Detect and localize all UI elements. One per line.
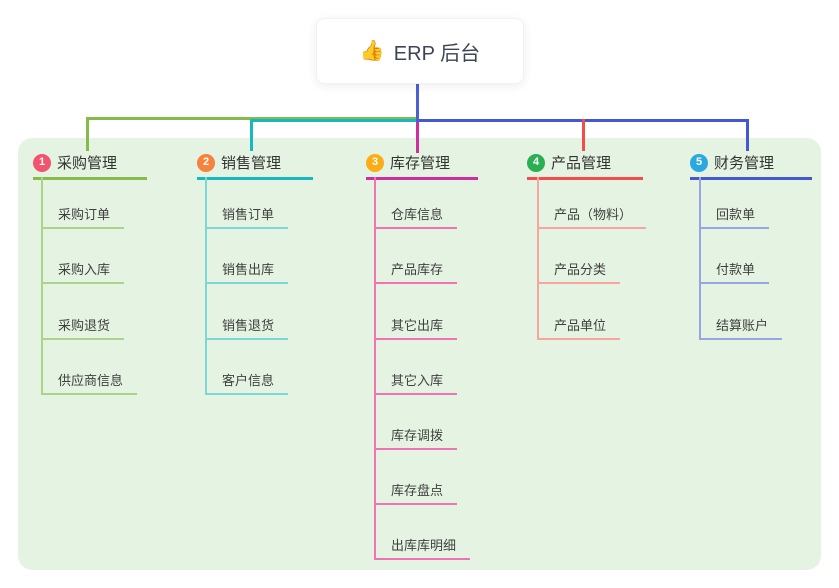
branch-label: 销售管理 <box>221 155 282 172</box>
leaf-purchase-order[interactable]: 采购订单 <box>41 203 125 229</box>
connector-drop-purchase <box>86 117 89 151</box>
leaf-product-material[interactable]: 产品（物料） <box>537 203 647 229</box>
branch-label: 采购管理 <box>57 155 118 172</box>
connector-drop-sales <box>250 119 253 151</box>
leaf-purchase-return[interactable]: 采购退货 <box>41 314 125 340</box>
leaf-receipt-bill[interactable]: 回款单 <box>699 203 770 229</box>
connector-rail-purchase <box>86 117 419 120</box>
leaf-stock-taking[interactable]: 库存盘点 <box>374 479 458 505</box>
root-node[interactable]: 👍 ERP 后台 <box>316 18 524 84</box>
branch-number-badge: 1 <box>33 153 51 172</box>
leaf-other-inbound[interactable]: 其它入库 <box>374 369 458 395</box>
branch-title-sales[interactable]: 2 销售管理 <box>197 151 313 180</box>
connector-drop-product <box>582 119 585 151</box>
leaf-other-outbound[interactable]: 其它出库 <box>374 314 458 340</box>
branch-number-badge: 3 <box>366 153 384 172</box>
leaf-purchase-inbound[interactable]: 采购入库 <box>41 258 125 284</box>
thumbs-up-icon: 👍 <box>359 40 385 62</box>
branch-trunk-purchase <box>41 177 43 395</box>
connector-drop-inventory <box>416 119 419 153</box>
leaf-product-stock[interactable]: 产品库存 <box>374 258 458 284</box>
branch-trunk-product <box>537 177 539 340</box>
leaf-inout-detail[interactable]: 出库库明细 <box>374 534 471 560</box>
branch-trunk-finance <box>699 177 701 340</box>
branch-number-badge: 2 <box>197 153 215 172</box>
leaf-product-unit[interactable]: 产品单位 <box>537 314 621 340</box>
connector-root-line <box>416 82 419 122</box>
connector-rail-sales <box>250 119 419 122</box>
branch-trunk-sales <box>205 177 207 395</box>
leaf-customer-info[interactable]: 客户信息 <box>205 369 289 395</box>
branch-number-badge: 5 <box>690 153 708 172</box>
branch-title-inventory[interactable]: 3 库存管理 <box>366 151 478 180</box>
leaf-sales-order[interactable]: 销售订单 <box>205 203 289 229</box>
branches-panel <box>18 138 821 570</box>
leaf-sales-return[interactable]: 销售退货 <box>205 314 289 340</box>
branch-title-product[interactable]: 4 产品管理 <box>527 151 643 180</box>
branch-title-purchase[interactable]: 1 采购管理 <box>33 151 147 180</box>
branch-label: 产品管理 <box>551 155 612 172</box>
branch-label: 库存管理 <box>390 155 451 172</box>
branch-label: 财务管理 <box>714 155 775 172</box>
branch-number-badge: 4 <box>527 153 545 172</box>
leaf-settlement-account[interactable]: 结算账户 <box>699 314 783 340</box>
branch-title-finance[interactable]: 5 财务管理 <box>690 151 812 180</box>
leaf-warehouse-info[interactable]: 仓库信息 <box>374 203 458 229</box>
leaf-supplier-info[interactable]: 供应商信息 <box>41 369 138 395</box>
connector-drop-finance <box>746 119 749 151</box>
branch-trunk-inventory <box>374 177 376 560</box>
leaf-sales-outbound[interactable]: 销售出库 <box>205 258 289 284</box>
leaf-product-category[interactable]: 产品分类 <box>537 258 621 284</box>
leaf-payment-bill[interactable]: 付款单 <box>699 258 770 284</box>
leaf-stock-transfer[interactable]: 库存调拨 <box>374 424 458 450</box>
root-title: ERP 后台 <box>393 42 481 65</box>
